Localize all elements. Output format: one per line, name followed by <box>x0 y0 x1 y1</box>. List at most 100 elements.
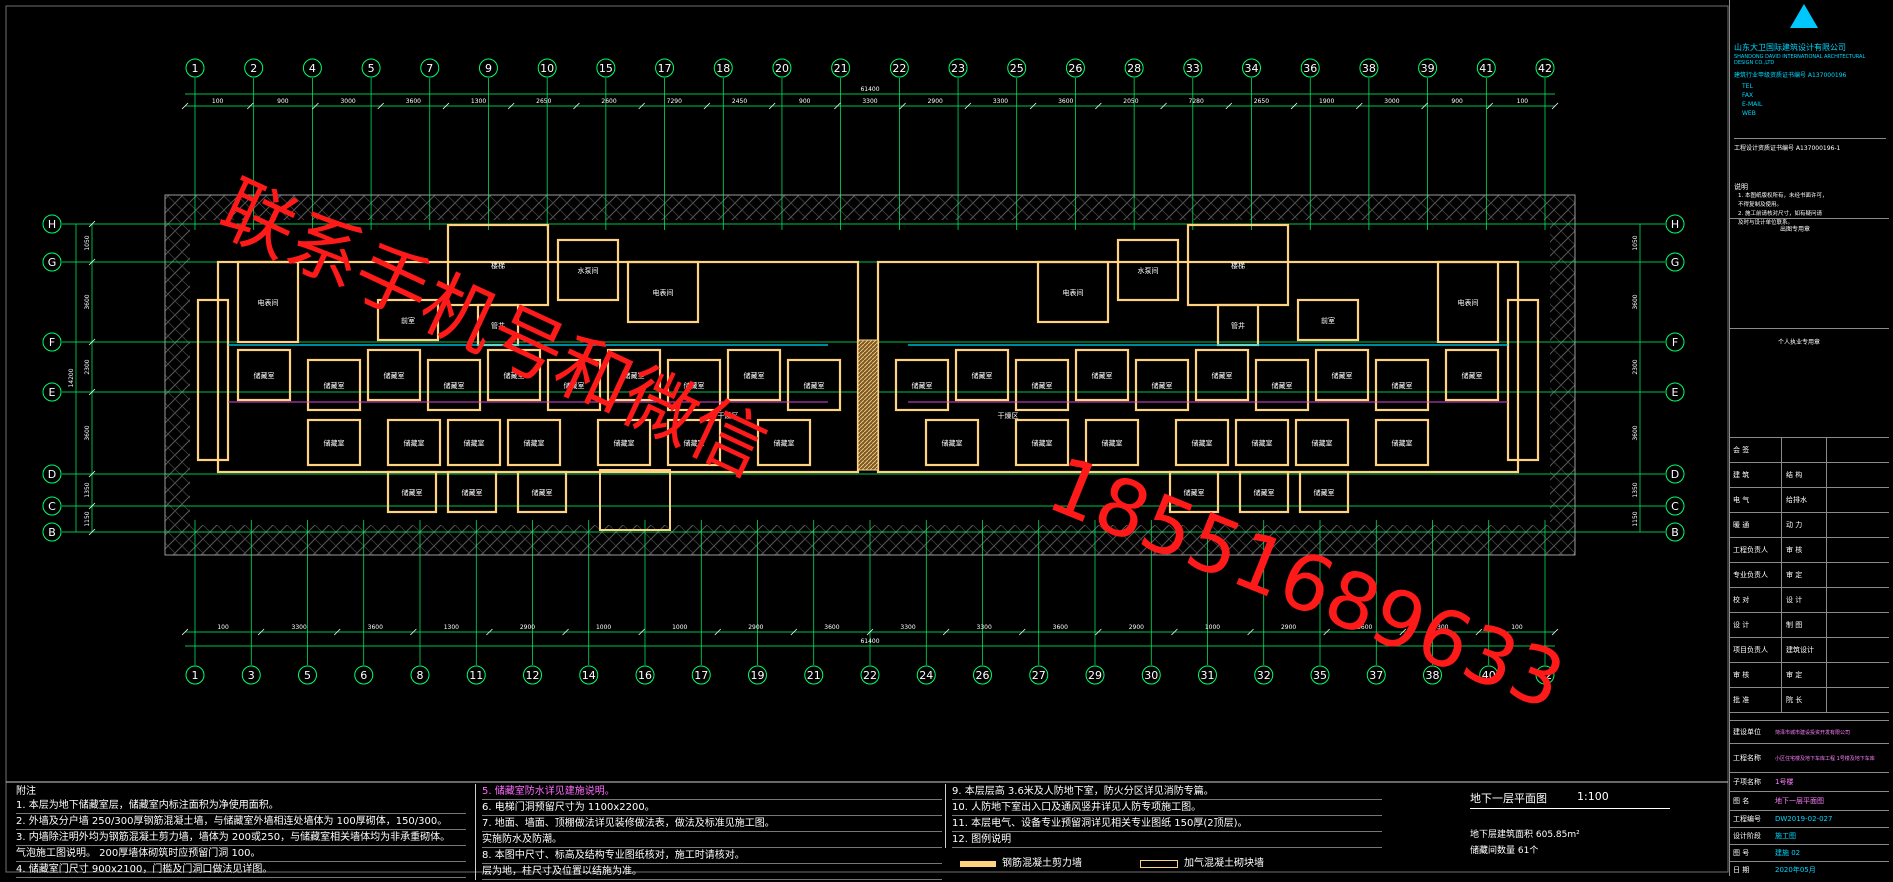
axis-bubble-bottom <box>523 665 542 685</box>
room-wall <box>596 418 652 467</box>
notes-column-3: 9. 本层层高 3.6米及人防地下室，防火分区详见消防专篇。10. 人防地下室出… <box>945 784 1382 848</box>
dim-top-label: 900 <box>799 98 811 105</box>
axis-bubble-top <box>713 58 733 78</box>
contact-line: FAX <box>1742 92 1754 99</box>
axis-label-bottom: 31 <box>1201 669 1215 682</box>
dim-left-tick <box>88 528 96 536</box>
dim-bottom-label: 3600 <box>1053 624 1068 631</box>
room-label: 储藏室 <box>1272 381 1293 390</box>
dim-top-tick <box>442 102 450 110</box>
room-wall <box>506 418 562 467</box>
axis-bubble-bottom <box>1310 665 1330 685</box>
axis-bubble-bottom <box>579 665 599 685</box>
signature-row: 暖 通动 力 <box>1730 513 1889 538</box>
dim-bottom-tick <box>1095 628 1102 636</box>
room-wall <box>954 348 1010 402</box>
sheet-name: 地下一层平面图 <box>1470 792 1547 805</box>
note-line: 实施防水及防潮。 <box>482 832 942 848</box>
axis-bubble-top <box>772 58 792 78</box>
dim-bottom-label: 3300 <box>977 624 992 631</box>
axis-bubble-top <box>1300 58 1320 78</box>
dim-left-tick <box>88 388 96 396</box>
axis-bubble-left <box>42 382 62 402</box>
dim-bottom-tick <box>1399 628 1407 636</box>
sheet-count: 储藏间数量 61个 <box>1470 846 1539 856</box>
legend-block-swatch <box>1140 859 1178 868</box>
axis-label-top: 5 <box>368 62 375 75</box>
note-line: 10. 人防地下室出入口及通风竖井详见人防专项施工图。 <box>952 800 1382 816</box>
dim-bottom-label: 2900 <box>1281 624 1296 631</box>
axis-label-top: 39 <box>1421 62 1435 75</box>
axis-bubble-top <box>244 58 264 78</box>
dim-bottom-tick <box>1171 628 1178 636</box>
room-label: 储藏室 <box>1192 439 1213 448</box>
axis-label-right: F <box>1672 336 1678 349</box>
signature-role-2: 结 构 <box>1782 463 1827 487</box>
signature-row: 建 筑结 构 <box>1730 463 1889 488</box>
dry-label: 干燥区 <box>718 411 739 420</box>
signature-row: 会 签 <box>1730 438 1889 463</box>
stamp-note: 工程设计资质证书编号 A137000196-1 <box>1734 138 1886 152</box>
room-wall <box>1014 418 1070 467</box>
axis-label-bottom: 11 <box>469 669 483 682</box>
dim-bottom-tick <box>638 628 645 636</box>
axis-bubble-top <box>889 58 909 78</box>
project-info: 建设单位 菏泽市城市建设投资开发有限公司 工程名称 小区住宅楼及地下车库工程 1… <box>1730 720 1889 878</box>
dim-top-label: 100 <box>212 98 224 105</box>
room-label: 储藏室 <box>624 371 645 380</box>
dim-top-tick <box>899 102 906 110</box>
room-label: 储藏室 <box>1152 381 1173 390</box>
axis-label-top: 17 <box>658 62 672 75</box>
room-label: 储藏室 <box>524 439 545 448</box>
axis-bubble-top <box>1359 58 1379 78</box>
signature-row: 电 气给排水 <box>1730 488 1889 513</box>
axis-label-top: 21 <box>834 62 848 75</box>
axis-label-top: 33 <box>1186 62 1200 75</box>
axis-bubble-top <box>302 58 322 78</box>
date-label: 日 期 <box>1733 866 1750 874</box>
dim-bottom-tick <box>410 628 417 636</box>
signature-role: 项目负责人 <box>1730 638 1782 662</box>
dim-bottom-tick <box>714 628 722 636</box>
axis-label-bottom: 42 <box>1538 669 1552 682</box>
dim-top-tick <box>638 102 645 110</box>
room-wall <box>1506 298 1540 462</box>
dim-top-label: 3600 <box>406 98 421 105</box>
room-wall <box>666 358 722 412</box>
axis-bubble-bottom <box>1085 665 1105 685</box>
contact-line: E-MAIL <box>1742 101 1763 108</box>
axis-bubble-top <box>1124 58 1144 78</box>
axis-bubble-top <box>1476 58 1496 78</box>
dim-top-label: 2050 <box>1123 98 1138 105</box>
axis-bubble-left <box>42 496 62 516</box>
room-wall <box>756 418 812 467</box>
note-line: 4. 储藏室门尺寸 900x2100，门槛及门洞口做法见详图。 <box>16 862 466 878</box>
axis-bubble-left <box>42 464 62 484</box>
signature-role-2: 设 计 <box>1782 588 1827 612</box>
axis-bubble-bottom <box>635 665 655 685</box>
tb-note-line: 及时与设计单位联系。 <box>1738 220 1794 226</box>
dim-left-tick <box>88 258 96 266</box>
room-label: 储藏室 <box>1392 381 1413 390</box>
stage-label: 设计阶段 <box>1733 832 1761 840</box>
room-label: 电表间 <box>1458 298 1479 307</box>
axis-label-bottom: 16 <box>638 669 652 682</box>
room-wall <box>1294 418 1350 467</box>
signature-row: 设 计制 图 <box>1730 613 1889 638</box>
dim-bottom-label: 3300 <box>292 624 307 631</box>
axis-bubble-right <box>1665 214 1685 234</box>
dim-top-total: 61400 <box>860 86 879 93</box>
company-logo <box>1790 4 1818 28</box>
axis-bubble-top <box>1242 58 1262 78</box>
room-wall <box>376 298 440 342</box>
notes-column-1: 1. 本层为地下储藏室层，储藏室内标注面积为净使用面积。2. 外墙及分户墙 25… <box>16 798 466 878</box>
dim-right-label: 1050 <box>1632 235 1639 250</box>
dim-bottom-label: 2900 <box>748 624 763 631</box>
room-wall <box>606 348 662 402</box>
signature-row: 专业负责人审 定 <box>1730 563 1889 588</box>
dim-top-tick <box>1225 102 1233 110</box>
axis-label-bottom: 3 <box>248 669 255 682</box>
stair-box <box>599 469 671 531</box>
dim-top-label: 900 <box>1451 98 1463 105</box>
room-label: 管井 <box>1231 321 1245 330</box>
